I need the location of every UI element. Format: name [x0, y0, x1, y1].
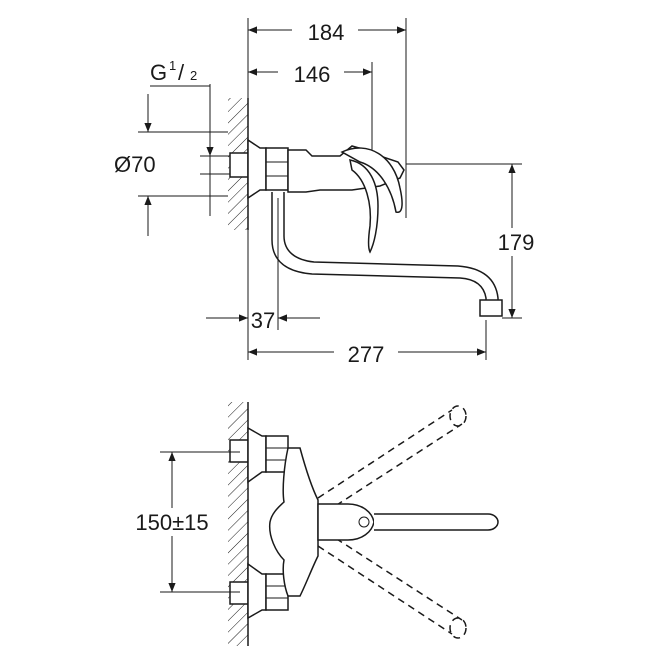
svg-text:/: / [178, 60, 185, 85]
svg-text:1: 1 [169, 58, 176, 73]
spout-aerator [479, 299, 503, 317]
dim-37: 37 [251, 308, 275, 333]
svg-text:2: 2 [190, 68, 197, 83]
spout-swing-lower [317, 531, 467, 639]
dim-179: 179 [498, 230, 535, 255]
dim-277: 277 [348, 342, 385, 367]
lever-handle [340, 147, 403, 214]
lever-tip [349, 159, 379, 254]
wall-hatch-bottom [228, 402, 248, 646]
side-view: 184 146 G 1 / 2 Ø70 179 37 277 [114, 18, 546, 367]
spout-swing-upper [317, 405, 467, 513]
thread-label: G [150, 60, 167, 85]
dim-70: Ø70 [114, 152, 156, 177]
upper-connector [229, 426, 289, 484]
mixer-body-top [268, 447, 319, 597]
wall-connector [229, 138, 289, 200]
spout [271, 192, 503, 317]
dim-184: 184 [308, 20, 345, 45]
spout-top-view [374, 513, 499, 531]
dim-146: 146 [294, 62, 331, 87]
dim-150: 150±15 [135, 510, 208, 535]
handle-indicator [358, 516, 370, 528]
top-view: 150±15 [124, 402, 499, 646]
mixer-body [287, 145, 405, 254]
handle-top-view [317, 503, 375, 541]
